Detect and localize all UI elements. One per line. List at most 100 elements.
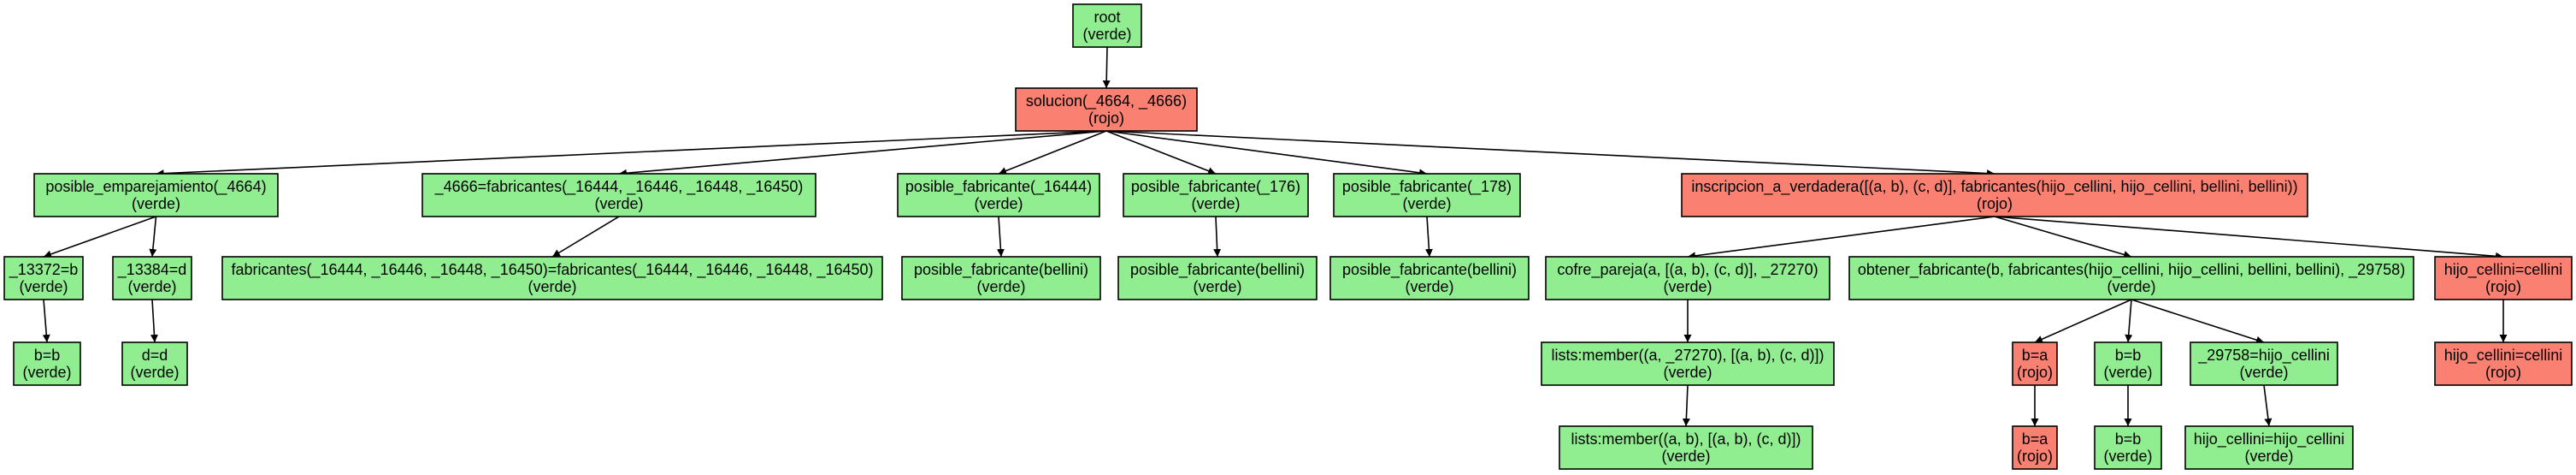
edge-solucion-to-pf1 [998,130,1107,175]
edge-pf1-to-pfb1 [996,216,1005,258]
node-label: posible_fabricante(_16444) [905,178,1092,196]
tree-node-root: root(verde) [1072,3,1142,48]
node-label: posible_fabricante(_176) [1131,178,1300,196]
node-label: posible_fabricante(bellini) [914,261,1088,279]
node-state: (rojo) [2017,448,2053,465]
tree-node-of: obtener_fabricante(b, fabricantes(hijo_c… [1848,256,2414,300]
edge-fab-to-fab2 [551,216,620,258]
node-label: d=d [142,347,168,364]
node-label: b=a [2022,347,2049,364]
node-label: lists:member((a, _27270), [(a, b), (c, d… [1551,347,1824,365]
node-box [13,341,81,386]
tree-node-pf1: posible_fabricante(_16444)(verde) [897,173,1100,217]
node-state: (verde) [130,364,179,381]
node-box [1681,173,2308,217]
edge-of-to-bb2 [2125,299,2133,343]
node-label: _29758=hijo_cellini [2197,347,2330,365]
tree-node-bb3: b=b(verde) [2094,425,2162,470]
node-label: posible_fabricante(_178) [1342,178,1512,196]
node-state: (rojo) [2485,364,2521,381]
node-label: posible_fabricante(bellini) [1342,261,1517,279]
node-label: hijo_cellini=hijo_cellini [2194,430,2345,448]
edge-root-to-solucion [1102,46,1111,89]
tree-node-ba1: b=a(rojo) [2012,341,2058,386]
node-state: (rojo) [2485,278,2521,295]
tree-node-hv2: hijo_cellini=hijo_cellini(verde) [2184,425,2354,470]
node-box [33,173,279,217]
node-state: (verde) [1663,364,1712,381]
edge-solucion-to-pf2 [1105,130,1217,175]
node-state: (verde) [528,278,576,295]
node-state: (verde) [1663,278,1712,295]
edge-e1-to-bb1 [42,299,50,343]
node-state: (verde) [974,195,1023,212]
node-state: (verde) [976,278,1025,295]
node-state: (verde) [19,278,68,295]
node-label: b=b [34,347,61,364]
node-box [2094,425,2162,470]
tree-node-e2: _13384=d(verde) [112,256,192,300]
node-box [1333,173,1521,217]
node-box [1117,256,1317,300]
node-state: (verde) [1661,448,1710,465]
node-label: obtener_fabricante(b, fabricantes(hijo_c… [1858,261,2405,279]
node-box [1848,256,2414,300]
node-state: (verde) [2244,448,2293,465]
node-box [2012,341,2058,386]
tree-node-ba2: b=a(rojo) [2012,425,2058,470]
node-state: (rojo) [2017,364,2053,381]
node-box [1123,173,1309,217]
edge-pf3-to-pfb3 [1424,216,1433,258]
node-state: (verde) [2239,364,2288,381]
node-box [2190,341,2338,386]
node-box [2012,425,2058,470]
tree-node-pfb3: posible_fabricante(bellini)(verde) [1329,256,1530,300]
edge-of-to-ba1 [2034,299,2132,343]
node-state: (verde) [2107,278,2155,295]
node-box [3,256,84,300]
node-label: cofre_pareja(a, [(a, b), (c, d)], _27270… [1557,261,1818,279]
node-state: (verde) [1191,195,1240,212]
tree-node-fab2: fabricantes(_16444, _16446, _16448, _164… [221,256,883,300]
node-label: _13384=d [117,261,187,279]
tree-node-pfb1: posible_fabricante(bellini)(verde) [901,256,1101,300]
node-box [421,173,816,217]
tree-node-lm2: lists:member((a, b), [(a, b), (c, d)])(v… [1559,425,1813,470]
node-state: (rojo) [1977,195,2013,212]
node-box [1545,256,1830,300]
edge-of-to-hv [2131,299,2265,344]
node-box [1541,341,1835,386]
node-box [897,173,1100,217]
node-box [2094,341,2162,386]
node-label: _4666=fabricantes(_16444, _16446, _16448… [434,178,804,196]
tree-node-lm1: lists:member((a, _27270), [(a, b), (c, d… [1541,341,1835,386]
node-label: posible_emparejamiento(_4664) [45,178,266,196]
edge-pf2-to-pfb2 [1213,216,1222,258]
node-label: b=b [2115,347,2142,364]
node-state: (verde) [1082,26,1131,43]
edge-hv-to-hv2 [2263,384,2272,427]
node-label: hijo_cellini=cellini [2444,347,2563,365]
tree-node-bb1: b=b(verde) [13,341,81,386]
node-label: hijo_cellini=cellini [2444,261,2563,279]
node-label: posible_fabricante(bellini) [1130,261,1305,279]
tree-node-hc: hijo_cellini=cellini(rojo) [2434,256,2573,300]
edge-lm1-to-lm2 [1682,384,1690,427]
node-state: (rojo) [1088,110,1124,127]
tree-node-pf2: posible_fabricante(_176)(verde) [1123,173,1309,217]
tree-node-ins: inscripcion_a_verdadera([(a, b), (c, d)]… [1681,173,2308,217]
node-box [1329,256,1530,300]
edge-e2-to-dd [150,299,158,343]
node-state: (verde) [2103,364,2152,381]
tree-node-pf3: posible_fabricante(_178)(verde) [1333,173,1521,217]
node-label: root [1093,9,1120,26]
node-state: (verde) [1405,278,1453,295]
node-state: (verde) [132,195,180,212]
node-label: b=a [2022,430,2049,448]
node-label: lists:member((a, b), [(a, b), (c, d)]) [1571,430,1801,448]
node-state: (verde) [127,278,176,295]
node-box [2184,425,2354,470]
node-label: inscripcion_a_verdadera([(a, b), (c, d)]… [1691,178,2297,196]
